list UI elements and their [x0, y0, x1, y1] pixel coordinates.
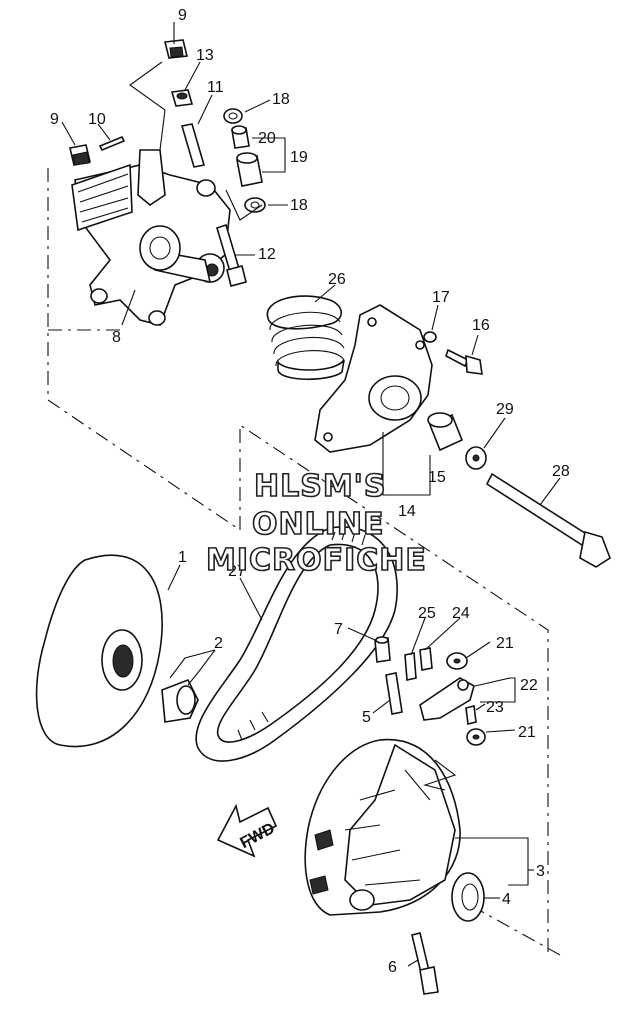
- pin-part-25: [404, 652, 417, 681]
- leader-lines: [61, 22, 561, 967]
- assembly-boundary-lines: [47, 168, 561, 956]
- washer-part-17: [423, 331, 437, 343]
- bolt-part-28: [485, 472, 611, 568]
- callout-12: 12: [258, 246, 276, 263]
- bolt-part-6: [411, 932, 439, 995]
- callout-19: 19: [290, 149, 308, 166]
- nut-part-21-top: [446, 652, 468, 670]
- bushing-part-4: [451, 872, 485, 922]
- drive-belt-part-27: [195, 526, 398, 762]
- callout-5: 5: [362, 709, 371, 726]
- callout-6: 6: [388, 959, 397, 976]
- callout-17: 17: [432, 289, 450, 306]
- callout-3: 3: [536, 863, 545, 880]
- pin-part-10: [98, 135, 126, 152]
- callout-25: 25: [418, 605, 436, 622]
- callout-1: 1: [178, 549, 187, 566]
- callout-22: 22: [520, 677, 538, 694]
- nut-part-7: [374, 636, 391, 663]
- bolt-part-16: [445, 348, 483, 375]
- washer-part-18-bottom: [244, 197, 266, 213]
- fixed-sheave-part-3: [304, 738, 461, 916]
- spider-hub-part-8: [71, 149, 231, 326]
- pin-part-5: [385, 672, 403, 715]
- washer-part-18-top: [223, 108, 243, 124]
- callout-11: 11: [207, 79, 224, 96]
- callout-13: 13: [196, 47, 214, 64]
- callout-4: 4: [502, 891, 511, 908]
- callout-14: 14: [398, 503, 416, 520]
- pin-part-23: [465, 705, 477, 725]
- weight-part-9-left: [69, 144, 91, 166]
- callout-2: 2: [214, 635, 223, 652]
- nut-part-21-bottom: [466, 728, 486, 746]
- forward-direction-arrow: FWD: [216, 803, 278, 858]
- bushing-part-15: [427, 412, 464, 452]
- callout-18-bottom: 18: [290, 197, 308, 214]
- nut-part-13: [170, 89, 194, 107]
- callout-26: 26: [328, 271, 346, 288]
- washer-part-29: [465, 446, 487, 470]
- watermark-line-2: ONLINE: [252, 507, 385, 542]
- watermark-line-1: HLSM'S: [254, 469, 386, 504]
- callout-16: 16: [472, 317, 490, 334]
- callout-20: 20: [258, 130, 276, 147]
- callout-21-bottom: 21: [518, 724, 536, 741]
- callout-18-top: 18: [272, 91, 290, 108]
- pin-part-24: [419, 647, 433, 671]
- callout-23: 23: [486, 699, 504, 716]
- watermark: HLSM'S ONLINE MICROFICHE: [205, 468, 427, 579]
- callout-15: 15: [428, 469, 446, 486]
- bolt-part-12: [216, 223, 247, 287]
- callout-24: 24: [452, 605, 470, 622]
- callout-8: 8: [112, 329, 121, 346]
- sheave-part-1: [35, 554, 163, 748]
- callout-9-left: 9: [50, 111, 59, 128]
- cover-plate-part-14: [314, 304, 433, 453]
- callout-27: 27: [228, 563, 246, 580]
- watermark-line-3: MICROFICHE: [206, 543, 427, 578]
- callout-29: 29: [496, 401, 514, 418]
- arm-part-22: [419, 677, 475, 721]
- spring-part-26: [266, 295, 345, 381]
- callout-9-top: 9: [178, 7, 187, 24]
- callout-10: 10: [88, 111, 106, 128]
- callout-7: 7: [334, 621, 343, 638]
- callout-labels: 9 13 11 18 9 10 20 19 18 12 8 26 17 16 2…: [50, 7, 570, 976]
- pin-part-11: [180, 123, 206, 168]
- roller-part-19: [236, 152, 263, 187]
- callout-21-top: 21: [496, 635, 514, 652]
- callout-28: 28: [552, 463, 570, 480]
- bushing-part-20: [231, 125, 250, 149]
- spacer-part-2: [161, 678, 199, 723]
- weight-part-9-top: [164, 39, 188, 59]
